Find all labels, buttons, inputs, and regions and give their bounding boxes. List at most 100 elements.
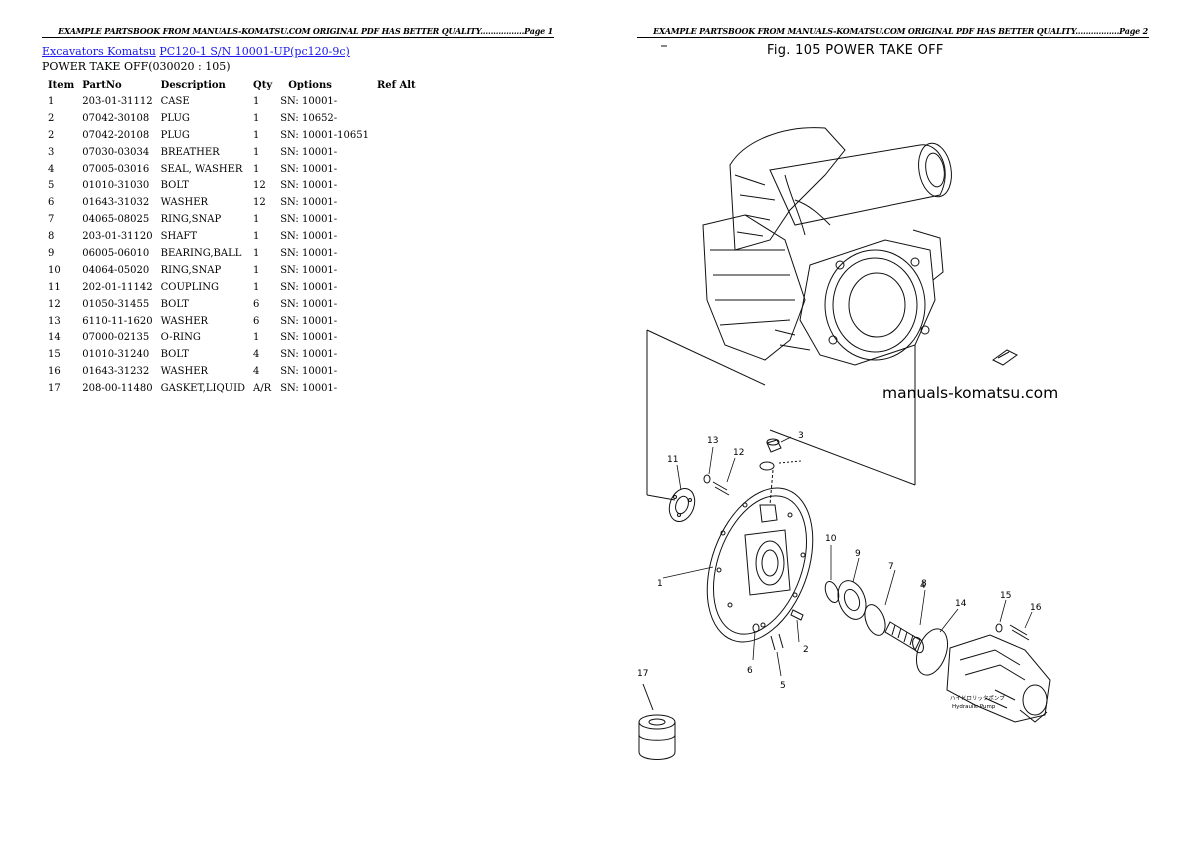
cell-item: 17 <box>48 383 61 395</box>
cell-ref-alt <box>373 346 421 363</box>
cell-options: SN: 10001- <box>280 180 338 192</box>
cell-item: 10 <box>48 264 61 276</box>
cell-ref-alt <box>373 144 421 161</box>
cell-qty: 4 <box>253 349 260 361</box>
cell-description: BOLT <box>160 349 189 361</box>
cell-options: SN: 10001- <box>280 146 338 158</box>
figure-title: Fig. 105 POWER TAKE OFF <box>767 43 944 58</box>
cell-qty: 1 <box>253 112 260 124</box>
cell-qty: 1 <box>253 332 260 344</box>
cell-item: 8 <box>48 231 55 243</box>
cell-item: 2 <box>48 129 55 141</box>
o-ring-part <box>915 628 949 676</box>
header-divider <box>42 37 554 38</box>
cell-item: 3 <box>48 146 55 158</box>
cell-partno: 01010-31240 <box>82 349 150 361</box>
callout-17: 17 <box>637 669 648 679</box>
front-arrow-icon <box>992 349 1018 366</box>
cell-options: SN: 10001- <box>280 366 338 378</box>
cell-qty: 1 <box>253 264 260 276</box>
cell-qty: 6 <box>253 298 260 310</box>
column-header-options: Options <box>288 79 332 91</box>
cell-options: SN: 10001- <box>280 383 338 395</box>
cell-item: 7 <box>48 214 55 226</box>
cell-qty: 12 <box>253 180 266 192</box>
callout-5: 5 <box>780 681 786 691</box>
cell-description: WASHER <box>160 366 209 378</box>
cell-ref-alt <box>373 329 421 346</box>
cell-item: 14 <box>48 332 61 344</box>
cell-qty: 12 <box>253 197 266 209</box>
cell-partno: 01643-31032 <box>82 197 150 209</box>
cell-ref-alt <box>373 127 421 144</box>
cell-ref-alt <box>373 93 421 110</box>
table-header-row: Item PartNo Description Qty Options Ref … <box>44 77 421 93</box>
header-divider <box>637 37 1149 38</box>
cell-qty: A/R <box>253 383 272 395</box>
cell-item: 15 <box>48 349 61 361</box>
callout-15: 15 <box>1000 591 1011 601</box>
leader-lines <box>662 436 1033 677</box>
cell-ref-alt <box>373 228 421 245</box>
cell-ref-alt <box>373 363 421 380</box>
callout-3: 3 <box>798 431 804 441</box>
cell-item: 5 <box>48 180 55 192</box>
breadcrumb-model-link[interactable]: PC120-1 S/N 10001-UP(pc120-9c) <box>159 45 350 58</box>
pump-label-jp: ハイドロリックポンプ <box>950 695 1005 702</box>
cell-partno: 6110-11-1620 <box>82 315 153 327</box>
cell-qty: 4 <box>253 366 260 378</box>
gasket-liquid-can <box>638 683 676 760</box>
cell-qty: 1 <box>253 129 260 141</box>
cell-description: BEARING,BALL <box>160 247 242 259</box>
callout-6: 6 <box>747 666 753 676</box>
case-part <box>706 487 814 643</box>
cell-options: SN: 10001- <box>280 95 338 107</box>
cell-partno: 01010-31030 <box>82 180 150 192</box>
cell-qty: 1 <box>253 281 260 293</box>
cell-ref-alt <box>373 313 421 330</box>
cell-item: 12 <box>48 298 61 310</box>
page-header: EXAMPLE PARTSBOOK FROM MANUALS-KOMATSU.C… <box>653 26 1148 36</box>
cell-item: 2 <box>48 112 55 124</box>
cell-ref-alt <box>373 194 421 211</box>
cell-options: SN: 10001- <box>280 298 338 310</box>
breather-part <box>759 438 802 506</box>
cell-ref-alt <box>373 161 421 178</box>
shaft-part <box>884 621 924 654</box>
callout-7: 7 <box>888 562 894 572</box>
cell-qty: 6 <box>253 315 260 327</box>
cell-qty: 1 <box>253 231 260 243</box>
cell-item: 9 <box>48 247 55 259</box>
cell-options: SN: 10001- <box>280 264 338 276</box>
cell-partno: 203-01-31112 <box>82 95 153 107</box>
cell-description: RING,SNAP <box>160 264 222 276</box>
cell-options: SN: 10001- <box>280 197 338 209</box>
column-header-item: Item <box>48 79 75 91</box>
cell-partno: 01643-31232 <box>82 366 150 378</box>
exploded-parts-diagram: 1 2 3 4 5 6 7 9 10 11 12 13 14 15 16 17 … <box>637 45 1051 760</box>
cell-ref-alt <box>373 177 421 194</box>
cell-options: SN: 10001- <box>280 214 338 226</box>
cell-description: SHAFT <box>160 231 198 243</box>
cell-partno: 208-00-11480 <box>82 383 153 395</box>
cell-options: SN: 10001- <box>280 281 338 293</box>
cell-description: PLUG <box>160 129 190 141</box>
callout-12: 12 <box>733 448 744 458</box>
cell-item: 13 <box>48 315 61 327</box>
cell-partno: 04065-08025 <box>82 214 150 226</box>
pump-label-en: Hydraulic Pump <box>952 704 996 710</box>
breadcrumb-category-link[interactable]: Excavators Komatsu <box>42 45 156 58</box>
bearing-group <box>824 580 886 636</box>
engine-housing <box>702 127 952 366</box>
cell-description: SEAL, WASHER <box>160 163 243 175</box>
cell-description: BOLT <box>160 298 189 310</box>
